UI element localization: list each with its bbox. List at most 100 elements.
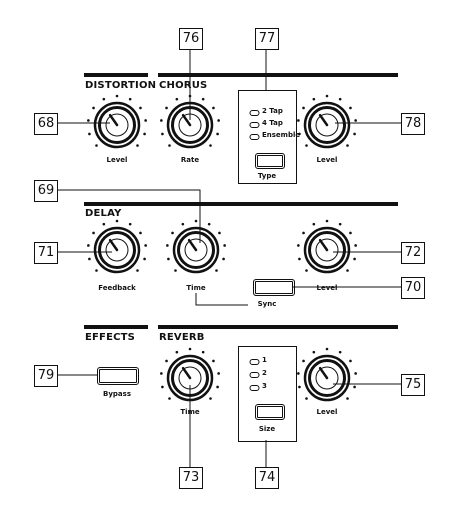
knob-scale-dot bbox=[102, 222, 106, 226]
knob-scale-dot bbox=[165, 359, 168, 363]
knob-scale-dot bbox=[209, 144, 212, 147]
knob-scale-dot bbox=[160, 372, 163, 375]
delay-time-knob[interactable] bbox=[166, 219, 226, 274]
reverb-size-label: Size bbox=[258, 425, 276, 433]
knob-scale-dot bbox=[338, 97, 342, 101]
delay-sync-label: Sync bbox=[257, 300, 277, 308]
knob-scale-dot bbox=[87, 119, 90, 122]
knob-scale-dot bbox=[201, 97, 205, 101]
knob-scale-dot bbox=[188, 347, 192, 351]
knob-scale-dot bbox=[212, 106, 215, 110]
knob-scale-dot bbox=[297, 119, 300, 122]
knob-scale-dot bbox=[201, 350, 205, 354]
knob-scale-dot bbox=[353, 132, 356, 136]
knob-scale-dot bbox=[92, 231, 95, 235]
effects-bypass-button[interactable] bbox=[97, 367, 139, 385]
knob-scale-dot bbox=[216, 385, 219, 389]
reverb-size-led-2 bbox=[249, 372, 260, 378]
chorus-type-label: Type bbox=[257, 172, 277, 180]
knob-scale-dot bbox=[222, 257, 225, 261]
callout-73: 73 bbox=[179, 467, 203, 489]
reverb-size-panel bbox=[238, 346, 297, 442]
delay-feedback-label: Feedback bbox=[98, 284, 136, 292]
knob-scale-dot bbox=[212, 359, 215, 363]
reverb-size-led-3 bbox=[249, 385, 260, 391]
knob-scale-dot bbox=[144, 119, 147, 122]
knob-scale-dot bbox=[136, 144, 139, 147]
distortion-level-knob[interactable] bbox=[87, 94, 147, 149]
callout-71: 71 bbox=[34, 242, 58, 264]
knob-scale-dot bbox=[312, 222, 316, 226]
knob-pointer bbox=[108, 238, 119, 252]
chorus-type-button[interactable] bbox=[255, 153, 285, 169]
knob-scale-dot bbox=[297, 372, 300, 375]
knob-scale-dot bbox=[349, 106, 352, 110]
knob-scale-dot bbox=[95, 269, 98, 272]
knob-scale-dot bbox=[143, 257, 146, 261]
knob-pointer bbox=[181, 366, 192, 380]
knob-scale-dot bbox=[139, 231, 142, 235]
knob-pointer bbox=[181, 113, 192, 127]
knob-scale-dot bbox=[302, 106, 305, 110]
effects-header-bar bbox=[84, 325, 148, 329]
knob-pointer bbox=[318, 113, 329, 127]
callout-76: 76 bbox=[179, 28, 203, 50]
reverb-size-option-1: 1 bbox=[262, 356, 267, 364]
knob-scale-dot bbox=[223, 244, 226, 247]
reverb-level-knob[interactable] bbox=[297, 347, 357, 402]
delay-title: DELAY bbox=[85, 208, 122, 219]
knob-scale-dot bbox=[298, 132, 301, 136]
chorus-level-label: Level bbox=[316, 156, 338, 164]
knob-scale-dot bbox=[217, 372, 220, 375]
knob-scale-dot bbox=[168, 397, 171, 400]
callout-68: 68 bbox=[34, 113, 58, 135]
knob-scale-dot bbox=[102, 97, 106, 101]
callout-75: 75 bbox=[401, 374, 425, 396]
knob-scale-dot bbox=[181, 222, 185, 226]
reverb-time-label: Time bbox=[180, 408, 200, 416]
distortion-level-label: Level bbox=[106, 156, 128, 164]
chorus-type-led-3 bbox=[249, 134, 260, 140]
knob-scale-dot bbox=[338, 350, 342, 354]
knob-scale-dot bbox=[168, 144, 171, 147]
knob-scale-dot bbox=[194, 219, 198, 223]
knob-scale-dot bbox=[325, 94, 329, 98]
chorus-rate-knob[interactable] bbox=[160, 94, 220, 149]
knob-pointer bbox=[318, 366, 329, 380]
chorus-type-led-2 bbox=[249, 122, 260, 128]
callout-77: 77 bbox=[255, 28, 279, 50]
knob-scale-dot bbox=[305, 269, 308, 272]
knob-scale-dot bbox=[209, 397, 212, 400]
knob-scale-dot bbox=[166, 244, 169, 247]
knob-scale-dot bbox=[216, 132, 219, 136]
delay-feedback-knob[interactable] bbox=[87, 219, 147, 274]
knob-scale-dot bbox=[298, 257, 301, 261]
reverb-header-bar bbox=[158, 325, 398, 329]
knob-scale-dot bbox=[87, 244, 90, 247]
knob-scale-dot bbox=[160, 119, 163, 122]
knob-scale-dot bbox=[349, 359, 352, 363]
reverb-title: REVERB bbox=[159, 332, 205, 343]
knob-scale-dot bbox=[144, 244, 147, 247]
delay-header-bar bbox=[84, 202, 398, 206]
reverb-size-button[interactable] bbox=[255, 404, 285, 420]
knob-pointer bbox=[108, 113, 119, 127]
knob-scale-dot bbox=[349, 231, 352, 235]
callout-79: 79 bbox=[34, 365, 58, 387]
knob-scale-dot bbox=[325, 219, 329, 223]
knob-scale-dot bbox=[207, 222, 211, 226]
knob-scale-dot bbox=[302, 231, 305, 235]
knob-scale-dot bbox=[128, 97, 132, 101]
reverb-size-option-2: 2 bbox=[262, 369, 267, 377]
reverb-time-knob[interactable] bbox=[160, 347, 220, 402]
knob-scale-dot bbox=[305, 144, 308, 147]
delay-level-knob[interactable] bbox=[297, 219, 357, 274]
chorus-title: CHORUS bbox=[159, 80, 208, 91]
knob-pointer bbox=[318, 238, 329, 252]
chorus-level-knob[interactable] bbox=[297, 94, 357, 149]
knob-scale-dot bbox=[298, 385, 301, 389]
knob-scale-dot bbox=[217, 119, 220, 122]
knob-scale-dot bbox=[305, 397, 308, 400]
knob-scale-dot bbox=[346, 144, 349, 147]
